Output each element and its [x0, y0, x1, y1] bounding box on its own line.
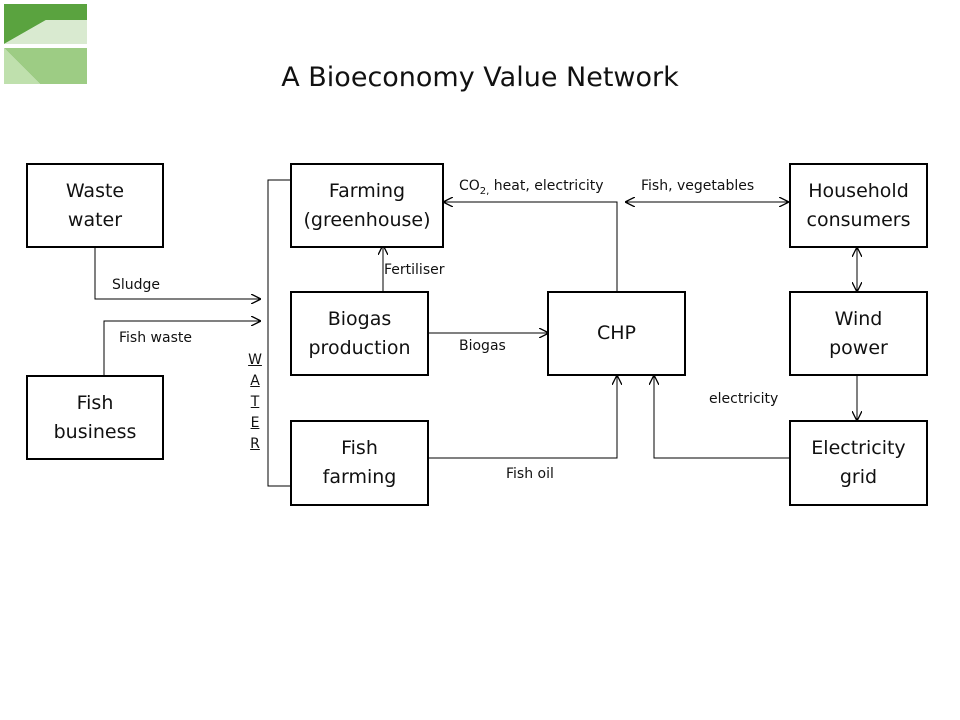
logo-mid-band [4, 48, 40, 84]
box-chp: CHP [547, 291, 686, 376]
grid-chp-arrow [654, 376, 790, 459]
label-fish-waste: Fish waste [119, 330, 192, 346]
co2-heat-electricity-arrow [444, 202, 618, 292]
label-fish-vegetables: Fish, vegetables [641, 178, 755, 194]
label-fertiliser: Fertiliser [384, 262, 445, 278]
logo [4, 4, 87, 84]
water-bracket [267, 179, 291, 487]
label-electricity: electricity [709, 391, 779, 407]
logo-pale-band [4, 20, 87, 44]
label-biogas: Biogas [459, 338, 506, 354]
fish-oil-arrow [428, 376, 617, 459]
box-farming-greenhouse: Farming(greenhouse) [290, 163, 444, 248]
sludge-arrow [94, 247, 260, 299]
label-water-vertical: W A T E R [248, 352, 262, 452]
fish-waste-arrow [103, 321, 260, 375]
label-sludge: Sludge [112, 277, 161, 293]
diagram-title: A Bioeconomy Value Network [281, 62, 679, 93]
label-fish-oil: Fish oil [506, 466, 554, 482]
logo-dark-band [4, 4, 87, 44]
logo-light-band [4, 48, 87, 84]
label-co2-heat-electricity: CO2, heat, electricity [459, 178, 604, 197]
